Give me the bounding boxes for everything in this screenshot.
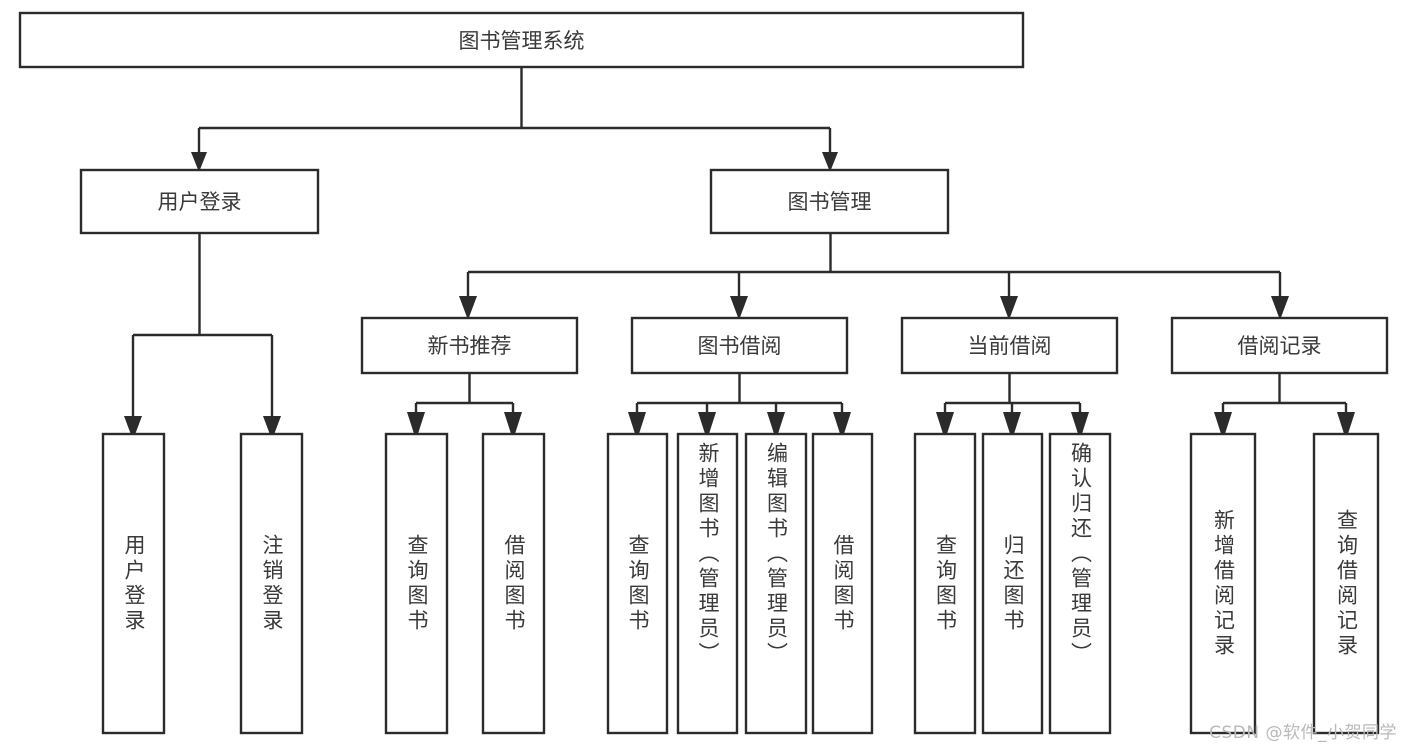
node-current-borrow-box[interactable] <box>900 316 1119 375</box>
node-user-login-label: 用户登录 <box>158 190 242 214</box>
arrow-head-book-mgmt <box>822 152 838 172</box>
node-root-system-box[interactable] <box>18 11 1025 69</box>
arrow-head-currentborrow-leaf-2 <box>1003 412 1021 440</box>
leaf-box-user-login[interactable] <box>101 432 166 735</box>
arrow-head-user-login-leaf <box>124 416 142 440</box>
node-borrow-record-label: 借阅记录 <box>1238 334 1322 358</box>
leaf-box-borrow-book[interactable] <box>811 432 874 735</box>
arrow-head-borrowrecord-leaf-1 <box>1214 412 1232 440</box>
node-root-system-label: 图书管理系统 <box>459 29 585 53</box>
arrow-head-logout-leaf <box>263 416 281 440</box>
leaf-box-add-borrow-record[interactable] <box>1189 432 1257 735</box>
arrow-head-current-borrow <box>1000 296 1018 320</box>
leaf-box-confirm-return-admin[interactable] <box>1048 432 1112 735</box>
node-user-login[interactable]: 用户登录 <box>79 168 320 235</box>
csdn-watermark: CSDN @软件_小贺同学 <box>1209 723 1397 743</box>
arrow-head-bookborrow-leaf-4 <box>833 412 851 440</box>
node-book-management-label: 图书管理 <box>788 190 872 214</box>
arrow-head-currentborrow-leaf-1 <box>936 412 954 440</box>
leaf-box-query-book-borrow[interactable] <box>606 432 669 735</box>
node-new-book-recommend-label: 新书推荐 <box>428 334 512 358</box>
leaf-box-borrow-book-rec[interactable] <box>481 432 546 735</box>
leaf-box-query-book-rec[interactable] <box>384 432 449 735</box>
leaf-box-logout[interactable] <box>239 432 304 735</box>
arrow-head-currentborrow-leaf-3 <box>1071 412 1089 440</box>
node-book-borrow-box[interactable] <box>630 316 849 375</box>
leaf-box-return-book[interactable] <box>981 432 1044 735</box>
node-book-management-box[interactable] <box>709 168 950 235</box>
node-book-borrow-label: 图书借阅 <box>698 334 782 358</box>
node-layer: 图书管理系统 用户登录 图书管理 新书推荐 图书借阅 当前 <box>18 11 1389 735</box>
leaf-box-edit-book-admin[interactable] <box>744 432 808 735</box>
node-user-login-box[interactable] <box>79 168 320 235</box>
connector-layer <box>124 67 1355 440</box>
node-borrow-record[interactable]: 借阅记录 <box>1170 316 1389 375</box>
node-book-management[interactable]: 图书管理 <box>709 168 950 235</box>
leaf-box-add-book-admin[interactable] <box>676 432 739 735</box>
arrow-head-bookborrow-leaf-2 <box>698 412 716 440</box>
arrow-head-bookborrow-leaf-3 <box>767 412 785 440</box>
node-root-system[interactable]: 图书管理系统 <box>18 11 1025 69</box>
leaf-box-query-borrow-record[interactable] <box>1312 432 1380 735</box>
arrow-head-book-borrow <box>730 296 748 320</box>
node-current-borrow[interactable]: 当前借阅 <box>900 316 1119 375</box>
arrow-head-borrowrecord-leaf-2 <box>1337 412 1355 440</box>
node-new-book-recommend-box[interactable] <box>360 316 579 375</box>
arrow-head-borrow-record <box>1271 296 1289 320</box>
node-borrow-record-box[interactable] <box>1170 316 1389 375</box>
node-book-borrow[interactable]: 图书借阅 <box>630 316 849 375</box>
arrow-head-bookborrow-leaf-1 <box>628 412 646 440</box>
node-new-book-recommend[interactable]: 新书推荐 <box>360 316 579 375</box>
arrow-head-newbook-leaf-2 <box>504 412 522 440</box>
arrow-head-new-book-rec <box>459 296 477 320</box>
node-current-borrow-label: 当前借阅 <box>968 334 1052 358</box>
arrow-head-user-login <box>191 152 207 172</box>
leaf-box-query-book-current[interactable] <box>913 432 977 735</box>
arrow-head-newbook-leaf-1 <box>407 412 425 440</box>
